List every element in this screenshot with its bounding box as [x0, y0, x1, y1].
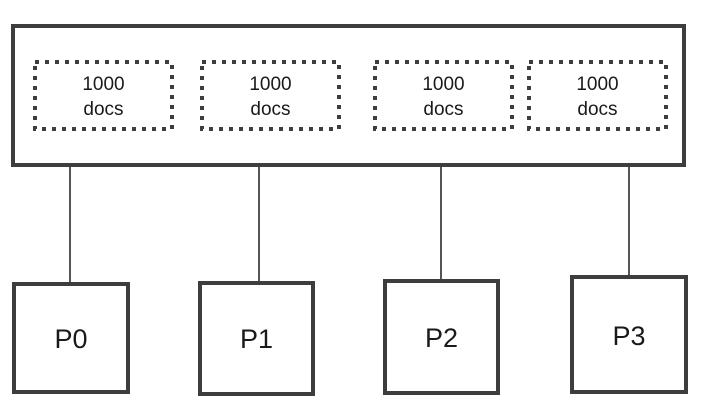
shard-unit: docs — [83, 99, 123, 120]
partition-label: P2 — [425, 323, 458, 353]
shard-unit: docs — [250, 99, 290, 120]
shard-count: 1000 — [82, 74, 124, 95]
partition-label: P3 — [612, 321, 645, 351]
shard-count: 1000 — [249, 74, 291, 95]
partition-1: P1 — [198, 281, 315, 396]
partition-box — [383, 279, 500, 395]
shard-3: 1000 docs — [527, 60, 668, 131]
shard-0: 1000 docs — [33, 60, 174, 131]
shard-box — [33, 60, 174, 131]
partition-label: P1 — [240, 324, 273, 354]
shard-count: 1000 — [576, 74, 618, 95]
shard-box — [200, 60, 341, 131]
shard-box — [527, 60, 668, 131]
partition-box — [570, 275, 688, 394]
shard-count: 1000 — [422, 74, 464, 95]
shard-2: 1000 docs — [373, 60, 514, 131]
partition-3: P3 — [570, 275, 688, 394]
shard-1: 1000 docs — [200, 60, 341, 131]
shard-unit: docs — [423, 99, 463, 120]
partition-0: P0 — [12, 282, 130, 394]
partition-2: P2 — [383, 279, 500, 395]
partition-label: P0 — [54, 324, 87, 354]
partition-box — [198, 281, 315, 396]
shard-unit: docs — [577, 99, 617, 120]
partition-box — [12, 282, 130, 394]
shard-box — [373, 60, 514, 131]
